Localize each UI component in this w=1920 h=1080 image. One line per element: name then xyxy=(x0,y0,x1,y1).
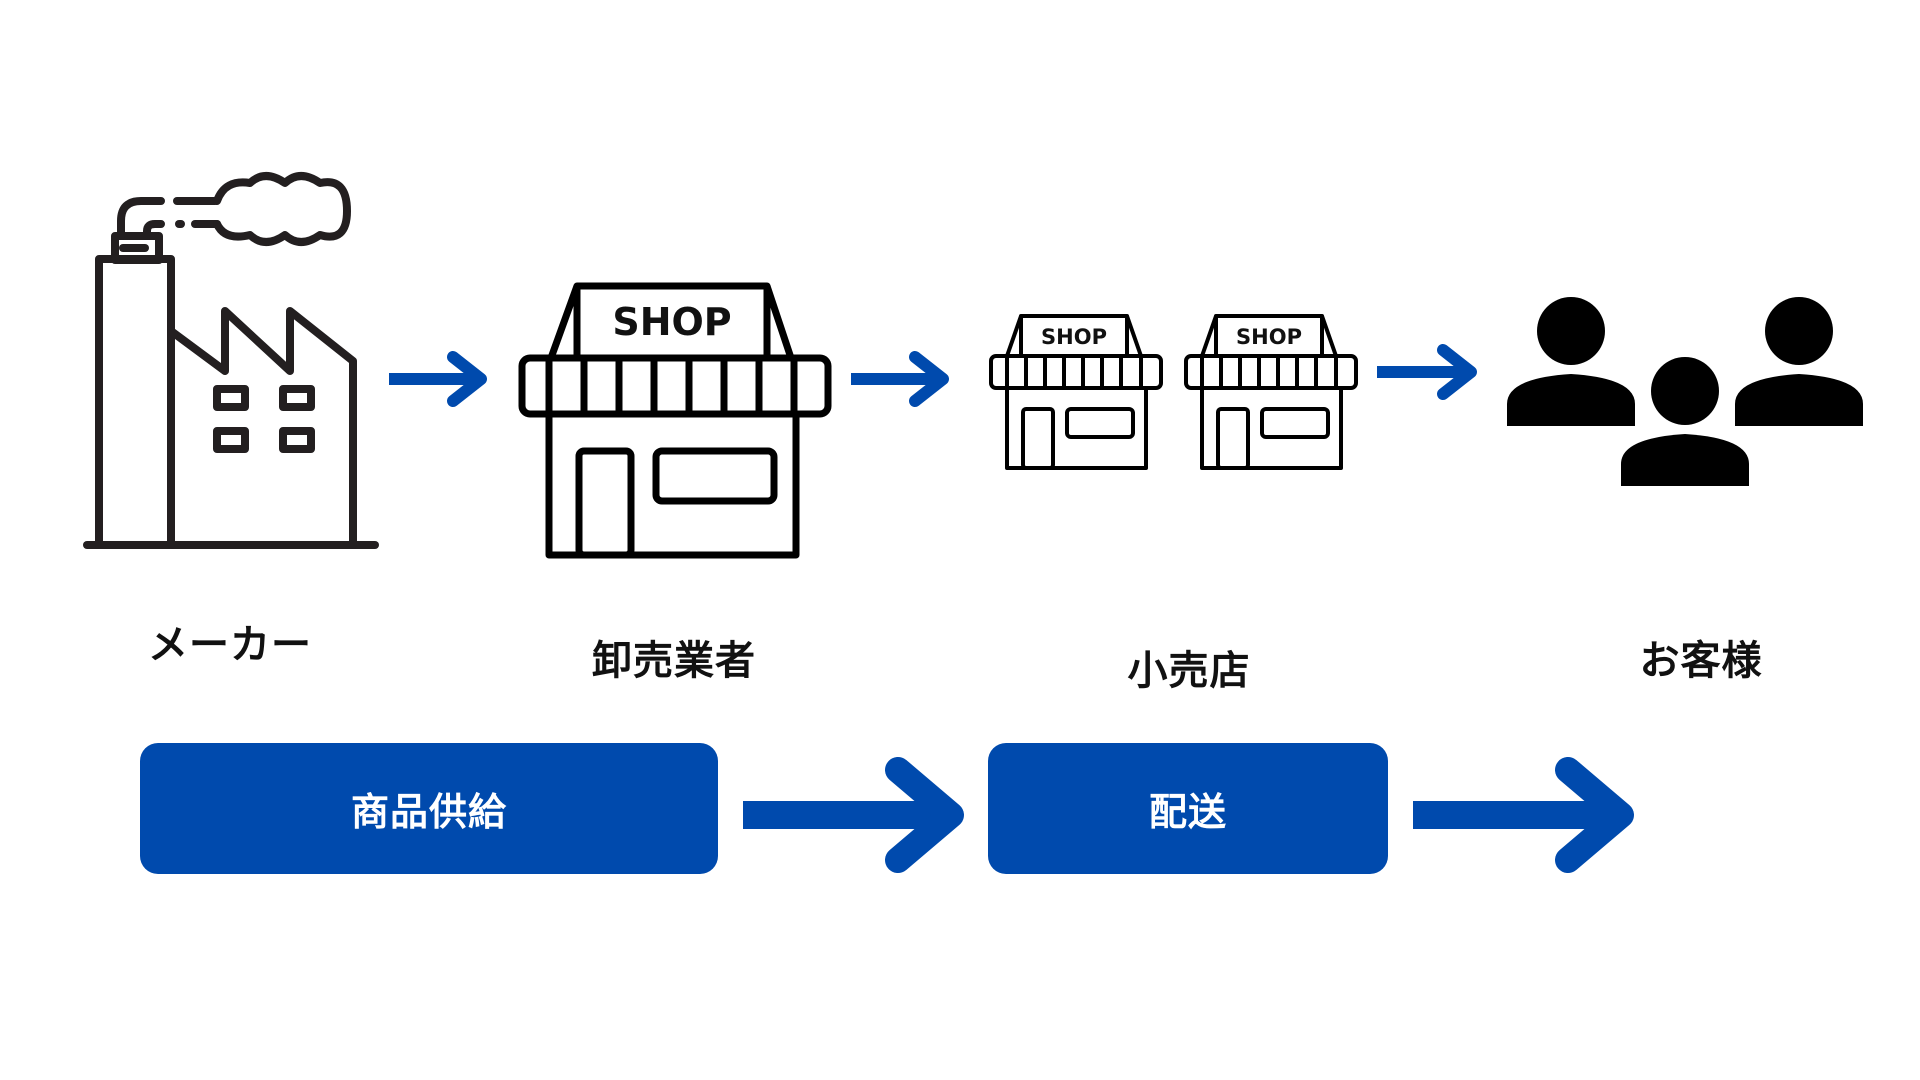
shop-icon: SHOP xyxy=(1184,314,1358,470)
flow-box-supply: 商品供給 xyxy=(140,743,718,874)
arrow-icon xyxy=(743,757,964,873)
stage-label-wholesaler: 卸売業者 xyxy=(592,638,756,684)
flow-label-supply: 商品供給 xyxy=(350,790,507,834)
shop-sign-text: SHOP xyxy=(1041,325,1107,349)
shop-sign-text: SHOP xyxy=(612,300,731,344)
arrow-icon xyxy=(389,351,487,407)
factory-icon xyxy=(83,172,379,549)
stage-label-retailer: 小売店 xyxy=(1127,648,1251,694)
stage-label-customer: お客様 xyxy=(1639,638,1763,684)
shop-icon: SHOP xyxy=(518,282,832,559)
shop-icon: SHOP xyxy=(989,314,1163,470)
retail-shops-icon: SHOP SHOP xyxy=(989,314,1359,472)
arrow-icon xyxy=(1413,757,1634,873)
people-icon xyxy=(1507,297,1863,486)
flow-label-delivery: 配送 xyxy=(1148,790,1227,834)
shop-sign-text: SHOP xyxy=(1236,325,1302,349)
flow-box-delivery: 配送 xyxy=(988,743,1388,874)
arrow-icon xyxy=(851,351,949,407)
arrow-icon xyxy=(1377,344,1477,400)
stage-label-maker: メーカー xyxy=(148,622,312,668)
